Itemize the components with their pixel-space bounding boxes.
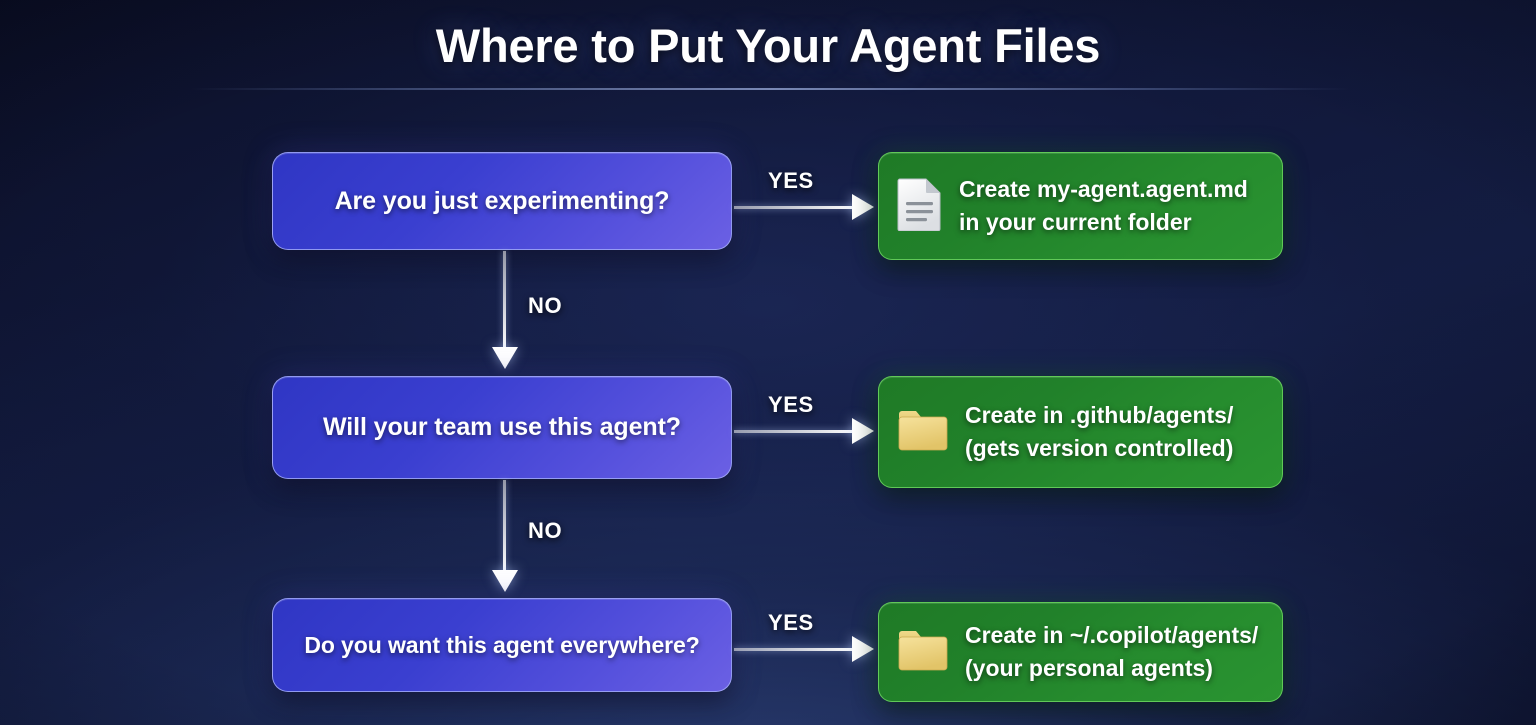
- title-divider: [190, 88, 1350, 90]
- document-icon: [897, 177, 943, 236]
- yes-branch-label: YES: [768, 392, 814, 417]
- folder-icon: [897, 627, 949, 678]
- arrow-head-right-icon: [852, 418, 874, 444]
- decision-box-experimenting[interactable]: Are you just experimenting?: [272, 152, 732, 250]
- no-branch-label: NO: [528, 293, 563, 318]
- decision-label: Do you want this agent everywhere?: [304, 631, 700, 658]
- page-title-container: Where to Put Your Agent Files: [0, 18, 1536, 73]
- arrow-head-down-icon: [492, 347, 518, 369]
- yes-connector-1: YES: [734, 168, 880, 244]
- outcome-line-1: Create in ~/.copilot/agents/: [965, 621, 1259, 648]
- yes-connector-3: YES: [734, 610, 880, 686]
- outcome-line-2: (your personal agents): [965, 655, 1213, 681]
- decision-label: Are you just experimenting?: [334, 186, 670, 215]
- arrow-head-right-icon: [852, 194, 874, 220]
- outcome-line-2: (gets version controlled): [965, 435, 1234, 461]
- outcome-line-1: Create in .github/agents/: [965, 401, 1234, 428]
- decision-box-everywhere[interactable]: Do you want this agent everywhere?: [272, 598, 732, 692]
- no-branch-label: NO: [528, 518, 563, 543]
- outcome-text: Create in ~/.copilot/agents/ (your perso…: [965, 619, 1258, 686]
- folder-icon: [897, 407, 949, 458]
- arrow-shaft: [734, 430, 856, 433]
- outcome-box-github-agents[interactable]: Create in .github/agents/ (gets version …: [878, 376, 1283, 488]
- arrow-shaft: [503, 251, 506, 351]
- yes-connector-2: YES: [734, 392, 880, 468]
- outcome-box-current-folder[interactable]: Create my-agent.agent.md in your current…: [878, 152, 1283, 260]
- arrow-shaft: [734, 648, 856, 651]
- outcome-text: Create my-agent.agent.md in your current…: [959, 173, 1248, 240]
- outcome-line-2: in your current folder: [959, 209, 1192, 235]
- arrow-shaft: [734, 206, 856, 209]
- decision-label: Will your team use this agent?: [323, 413, 681, 441]
- outcome-text: Create in .github/agents/ (gets version …: [965, 399, 1233, 466]
- no-connector-2: NO: [492, 480, 612, 596]
- page-title: Where to Put Your Agent Files: [435, 19, 1101, 72]
- yes-branch-label: YES: [768, 168, 814, 193]
- arrow-head-right-icon: [852, 636, 874, 662]
- yes-branch-label: YES: [768, 610, 814, 635]
- arrow-head-down-icon: [492, 570, 518, 592]
- outcome-line-1: Create my-agent.agent.md: [959, 175, 1248, 202]
- arrow-shaft: [503, 480, 506, 574]
- no-connector-1: NO: [492, 251, 612, 373]
- outcome-box-copilot-agents[interactable]: Create in ~/.copilot/agents/ (your perso…: [878, 602, 1283, 702]
- decision-box-team-use[interactable]: Will your team use this agent?: [272, 376, 732, 479]
